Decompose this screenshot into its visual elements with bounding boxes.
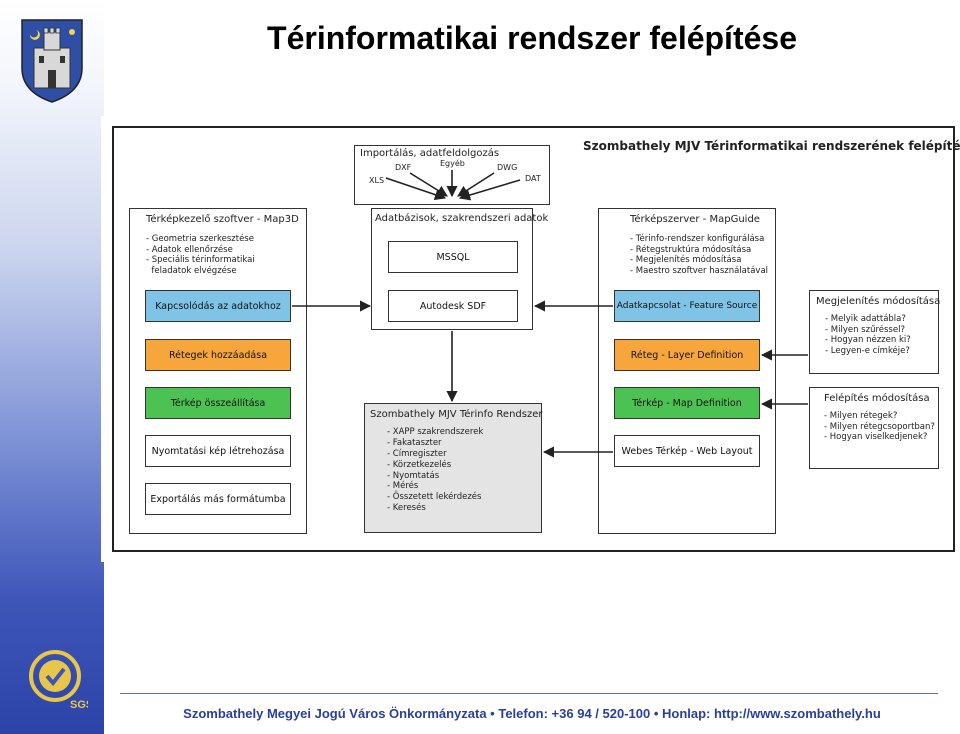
list-item: - Térinfo-rendszer konfigurálása [630,234,765,244]
list-item: - Legyen-e címkéje? [825,345,910,356]
list-item: - Címregiszter [387,448,447,459]
mapguide-panel [598,208,776,534]
structure-mod-box [809,387,939,469]
list-item: - Keresés [387,503,426,514]
list-item: - Megjelenítés módosítása [630,255,742,266]
mapguide-box-feature-source: Adatkapcsolat - Feature Source [614,290,760,322]
map3d-panel [129,208,307,534]
databases-title: Adatbázisok, szakrendszeri adatok [375,213,549,224]
list-item: - Speciális térinformatikai [146,255,255,266]
footer-divider [120,693,938,694]
map3d-items: - Geometria szerkesztése - Adatok ellenő… [146,234,255,277]
list-item: - Milyen rétegcsoportban? [824,421,935,432]
footer-contact: Szombathely Megyei Jogú Város Önkormányz… [183,706,881,721]
format-dwg: DWG [497,163,518,172]
format-dxf: DXF [395,163,412,172]
terinfo-items: - XAPP szakrendszerek - Fakataszter - Cí… [387,427,483,514]
page-title: Térinformatikai rendszer felépítése [267,20,797,56]
structure-mod-items: - Milyen rétegek? - Milyen rétegcsoportb… [824,411,935,443]
list-item: - Melyik adattábla? [825,314,906,324]
mapguide-box-web-layout: Webes Térkép - Web Layout [614,435,760,467]
list-item: - Milyen rétegek? [824,411,898,421]
mapguide-title: Térképszerver - MapGuide [630,214,760,225]
map3d-title: Térképkezelő szoftver - Map3D [146,214,299,225]
format-xls: XLS [369,176,385,185]
terinfo-title: Szombathely MJV Térinfo Rendszer [370,409,543,420]
format-dat: DAT [525,174,541,183]
display-mod-items: - Melyik adattábla? - Milyen szűréssel? … [825,314,911,357]
mapguide-box-layer-definition: Réteg - Layer Definition [614,339,760,371]
sidebar-gradient [0,0,104,734]
list-item: - Mérés [387,481,419,492]
db-mssql: MSSQL [388,241,518,273]
map3d-box-connect: Kapcsolódás az adatokhoz [145,290,291,322]
certification-logo: SGS [29,650,88,711]
map3d-box-map: Térkép összeállítása [145,387,291,419]
list-item: - Milyen szűréssel? [825,324,905,335]
db-autodesk-sdf: Autodesk SDF [388,290,518,322]
diagram-title: Szombathely MJV Térinformatikai rendszer… [583,139,960,153]
terinfo-box [364,403,542,533]
format-egyeb: Egyéb [440,159,465,168]
list-item: - Maestro szoftver használatával [630,265,769,276]
import-title: Importálás, adatfeldolgozás [360,148,500,159]
cert-text: SGS [70,699,88,711]
city-crest-logo [21,19,83,103]
list-item: - Nyomtatás [387,470,440,481]
map3d-box-layers: Rétegek hozzáadása [145,339,291,371]
list-item: - Összetett lekérdezés [387,492,482,503]
mapguide-box-map-definition: Térkép - Map Definition [614,387,760,419]
list-item: feladatok elvégzése [146,265,237,276]
list-item: - Fakataszter [387,437,442,448]
map3d-box-print: Nyomtatási kép létrehozása [145,435,291,467]
list-item: - Hogyan viselkedjenek? [824,432,928,443]
display-mod-title: Megjelenítés módosítása [816,296,941,307]
mapguide-items: - Térinfo-rendszer konfigurálása - Réteg… [630,234,768,277]
list-item: - Geometria szerkesztése [146,234,254,244]
list-item: - XAPP szakrendszerek [387,427,484,437]
structure-mod-title: Felépítés módosítása [824,393,930,404]
list-item: - Adatok ellenőrzése [146,244,233,255]
list-item: - Körzetkezelés [387,459,452,470]
list-item: - Rétegstruktúra módosítása [630,244,752,255]
display-mod-box [809,290,939,374]
map3d-box-export: Exportálás más formátumba [145,483,291,515]
list-item: - Hogyan nézzen ki? [825,335,911,346]
